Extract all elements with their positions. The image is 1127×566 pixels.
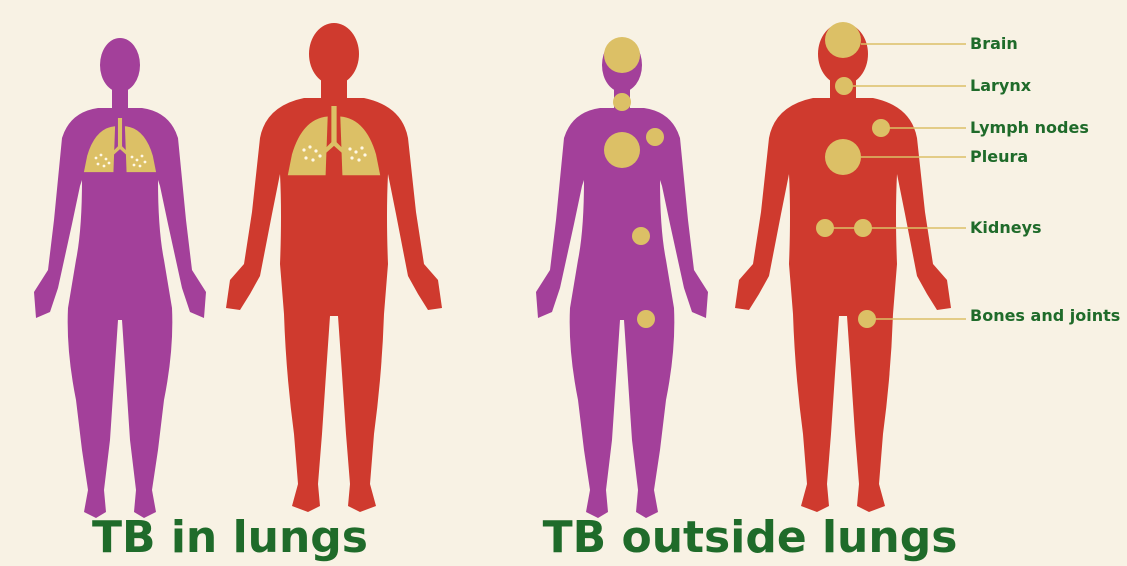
label-larynx: Larynx [970, 75, 1031, 97]
female-figure-lungs [34, 38, 206, 518]
male-figure-outside [735, 22, 966, 512]
label-pleura: Pleura [970, 146, 1028, 168]
caption-tb-in-lungs: TB in lungs [20, 510, 440, 566]
male-silhouette [735, 23, 951, 512]
label-lymph-nodes: Lymph nodes [970, 117, 1089, 139]
lesion-kidney-left [816, 219, 834, 237]
lesion-kidney-right [854, 219, 872, 237]
lesion-pleura [825, 139, 861, 175]
lesion-larynx [835, 77, 853, 95]
male-figure-lungs [226, 23, 442, 512]
male-silhouette [226, 23, 442, 512]
caption-tb-outside-lungs: TB outside lungs [540, 510, 960, 566]
lesion-brain [604, 37, 640, 73]
lesion-larynx [613, 93, 631, 111]
lesion-bone [858, 310, 876, 328]
label-bones-joints: Bones and joints [970, 305, 1120, 327]
label-kidneys: Kidneys [970, 217, 1042, 239]
lesion-kidney [632, 227, 650, 245]
label-brain: Brain [970, 33, 1018, 55]
lesion-bone [637, 310, 655, 328]
lesion-lymph-node [872, 119, 890, 137]
female-silhouette [34, 38, 206, 518]
lesion-lymph-node [646, 128, 664, 146]
female-figure-outside [536, 37, 708, 518]
lesion-brain [825, 22, 861, 58]
lesion-pleura [604, 132, 640, 168]
